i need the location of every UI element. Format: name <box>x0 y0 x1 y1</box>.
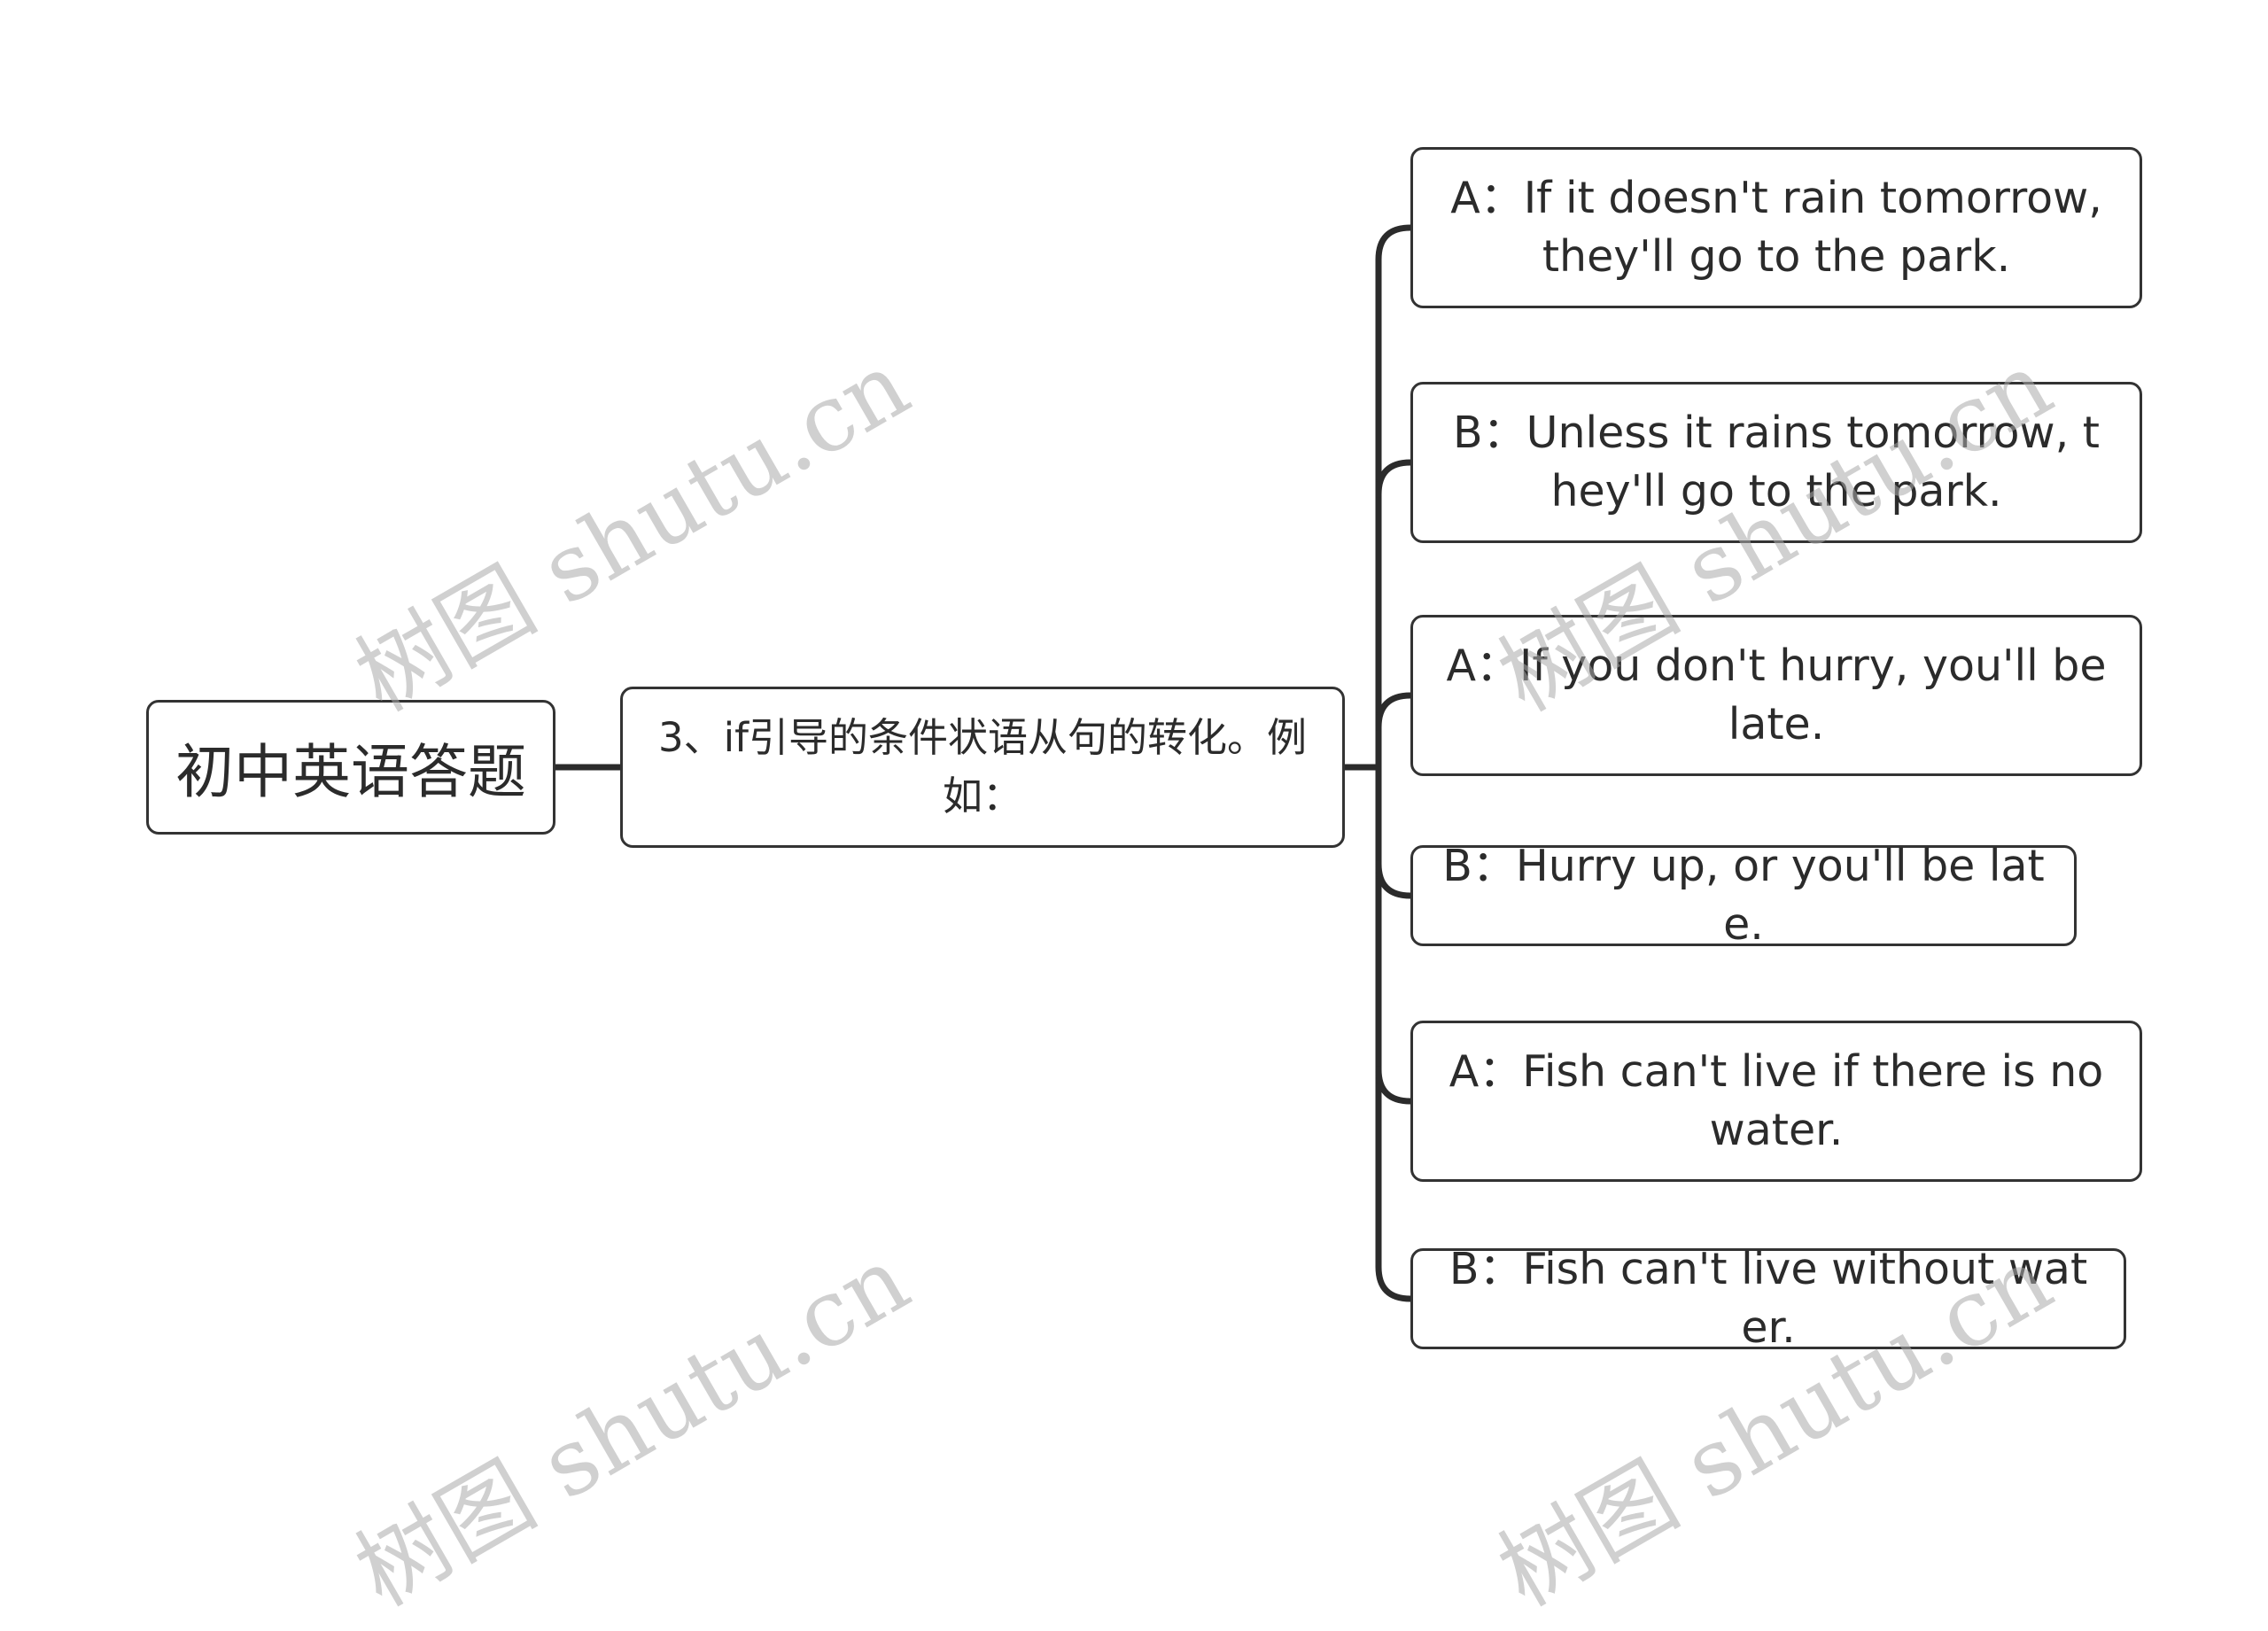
leaf-node[interactable]: B：Unless it rains tomorrow, they'll go t… <box>1410 382 2142 543</box>
leaf-node[interactable]: B：Fish can't live without water. <box>1410 1244 2126 1353</box>
leaf-node-label: A：If you don't hurry, you'll be late. <box>1446 641 2107 749</box>
leaf-node[interactable]: A：Fish can't live if there is no water. <box>1410 1021 2142 1182</box>
leaf-node-label: A：Fish can't live if there is no water. <box>1449 1046 2104 1155</box>
connector-lines <box>552 224 1414 1302</box>
leaf-node-label: B：Fish can't live without water. <box>1449 1244 2088 1353</box>
leaf-node[interactable]: A：If you don't hurry, you'll be late. <box>1410 615 2142 776</box>
leaf-connector-3 <box>1375 692 1414 731</box>
leaf-node-label: A：If it doesn't rain tomorrow, they'll g… <box>1450 173 2102 282</box>
branch-node-label: 3、if引导的条件状语从句的转化。例如： <box>658 714 1307 819</box>
leaf-connector-5 <box>1375 1066 1414 1105</box>
leaf-node-label: B：Unless it rains tomorrow, they'll go t… <box>1453 408 2100 516</box>
leaf-node[interactable]: B：Hurry up, or you'll be late. <box>1410 841 2077 950</box>
leaf-node[interactable]: A：If it doesn't rain tomorrow, they'll g… <box>1410 147 2142 308</box>
root-node-label: 初中英语答题 <box>175 738 526 806</box>
branch-node[interactable]: 3、if引导的条件状语从句的转化。例如： <box>620 687 1345 848</box>
trunk-line <box>1375 224 1414 1302</box>
mind-map-canvas: 初中英语答题 3、if引导的条件状语从句的转化。例如： A：If it does… <box>146 147 2142 1627</box>
leaf-node-label: B：Hurry up, or you'll be late. <box>1442 841 2045 950</box>
leaf-connector-4 <box>1375 860 1414 899</box>
leaf-connector-2 <box>1375 459 1414 498</box>
root-node[interactable]: 初中英语答题 <box>146 700 555 835</box>
